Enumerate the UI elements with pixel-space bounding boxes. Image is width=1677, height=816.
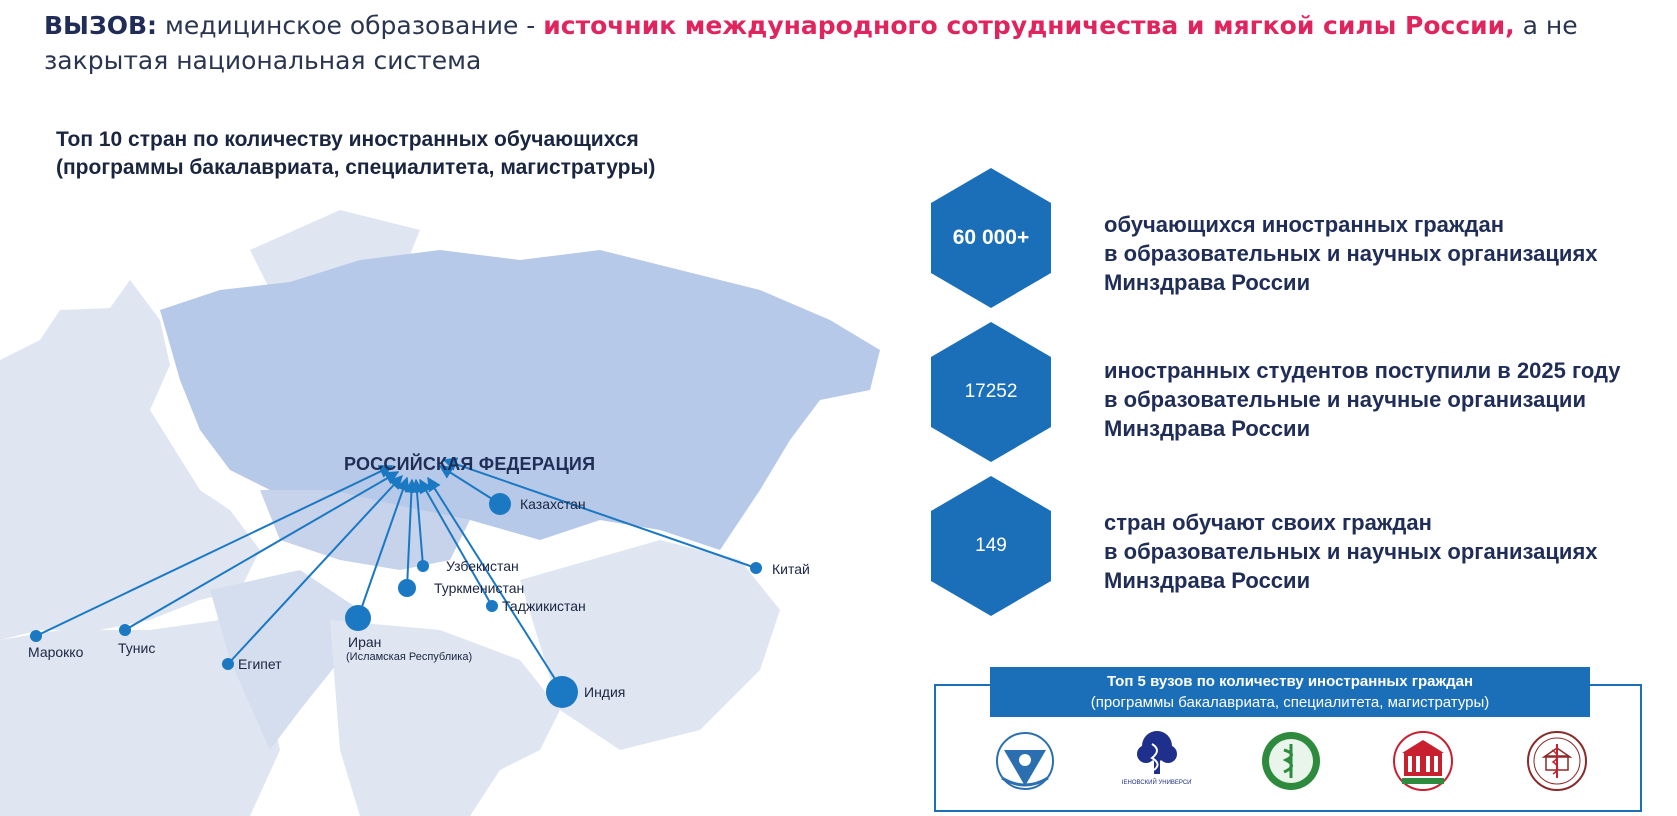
arrow-uzbekistan xyxy=(410,478,424,567)
arrow-kazakhstan xyxy=(438,465,501,505)
land-south-asia xyxy=(330,620,560,816)
headline-lead: ВЫЗОВ: xyxy=(44,11,158,40)
stat-countries: 149 стран обучают своих граждан в образо… xyxy=(926,476,1666,616)
stat-description: обучающихся иностранных граждан в образо… xyxy=(1104,210,1664,297)
marker-china xyxy=(750,562,762,574)
label-iran: Иран xyxy=(348,634,382,650)
land-europe-africa xyxy=(0,280,260,640)
headline: ВЫЗОВ: медицинское образование - источни… xyxy=(44,8,1604,78)
label-iran-sub: (Исламская Республика) xyxy=(346,651,473,663)
hex-badge: 17252 xyxy=(926,322,1056,462)
land-africa xyxy=(0,620,280,816)
label-china: Китай xyxy=(772,561,810,577)
stat-value: 17252 xyxy=(964,381,1018,402)
map-title-line2: (программы бакалавриата, специалитета, м… xyxy=(56,156,656,179)
stat-line: иностранных студентов поступили в 2025 г… xyxy=(1104,358,1621,383)
arrow-turkmenistan xyxy=(404,478,419,589)
arrow-tunisia xyxy=(124,471,400,631)
arrow-india xyxy=(427,476,563,691)
stat-enrolled-2025: 17252 иностранных студентов поступили в … xyxy=(926,322,1666,462)
marker-tunisia xyxy=(119,624,131,636)
stat-value: 60 000+ xyxy=(952,226,1030,249)
land-russia xyxy=(160,250,880,550)
label-morocco: Марокко xyxy=(28,644,84,660)
marker-india xyxy=(546,676,578,708)
arrow-china xyxy=(442,457,757,569)
marker-tajikistan xyxy=(486,600,498,612)
map-title: Топ 10 стран по количеству иностранных о… xyxy=(56,126,756,182)
headline-part2: а не закрытая национальная система xyxy=(44,11,1578,75)
medical-university-logo-icon xyxy=(1256,726,1326,796)
arrow-morocco xyxy=(35,465,394,637)
hex-shape xyxy=(931,476,1051,616)
marker-egypt xyxy=(222,658,234,670)
stat-students: 60 000+ обучающихся иностранных граждан … xyxy=(926,168,1666,308)
label-uzbekistan: Узбекистан xyxy=(446,558,519,574)
arrow-tajikistan xyxy=(419,478,493,607)
label-egypt: Египет xyxy=(238,656,282,672)
marker-uzbekistan xyxy=(417,560,429,572)
sechenov-text: СЕЧЕНОВСКИЙ УНИВЕРСИТЕТ xyxy=(1122,778,1192,786)
hex-shape xyxy=(931,322,1051,462)
medical-academy-logo-icon xyxy=(1522,726,1592,796)
map-title-line1: Топ 10 стран по количеству иностранных о… xyxy=(56,128,639,151)
arrow-iran xyxy=(357,476,410,619)
land-east-asia xyxy=(520,540,780,750)
university-building-logo-icon xyxy=(1388,726,1458,796)
stat-description: иностранных студентов поступили в 2025 г… xyxy=(1104,356,1664,443)
top-universities-header: Топ 5 вузов по количеству иностранных гр… xyxy=(990,667,1590,717)
stat-line: стран обучают своих граждан xyxy=(1104,510,1432,535)
marker-kazakhstan xyxy=(489,493,511,515)
world-map: Казахстан Узбекистан Туркменистан Таджик… xyxy=(0,190,940,816)
hex-shape xyxy=(931,168,1051,308)
label-tajikistan: Таджикистан xyxy=(502,598,586,614)
stat-line: Минздрава России xyxy=(1104,416,1311,441)
russia-label: РОССИЙСКАЯ ФЕДЕРАЦИЯ xyxy=(344,454,596,474)
stat-line: в образовательных и научных организациях xyxy=(1104,539,1598,564)
label-turkmenistan: Туркменистан xyxy=(434,580,525,596)
marker-iran xyxy=(345,605,371,631)
stat-line: в образовательных и научных организациях xyxy=(1104,241,1598,266)
marker-turkmenistan xyxy=(398,579,416,597)
arrow-egypt xyxy=(227,474,403,665)
map-svg xyxy=(0,210,880,816)
headline-part1: медицинское образование - xyxy=(157,11,544,40)
stat-line: в образовательные и научные организации xyxy=(1104,387,1586,412)
sechenov-university-logo-icon: СЕЧЕНОВСКИЙ УНИВЕРСИТЕТ xyxy=(1122,726,1192,796)
headline-accent: источник международного сотрудничества и… xyxy=(543,11,1515,40)
hex-badge: 149 xyxy=(926,476,1056,616)
university-logo-icon xyxy=(990,726,1060,796)
top-universities-subtitle: (программы бакалавриата, специалитета, м… xyxy=(1090,694,1490,711)
stat-line: обучающихся иностранных граждан xyxy=(1104,212,1505,237)
stat-description: стран обучают своих граждан в образовате… xyxy=(1104,508,1664,595)
label-tunisia: Тунис xyxy=(118,640,156,656)
stat-value: 149 xyxy=(975,535,1007,556)
stat-line: Минздрава России xyxy=(1104,270,1311,295)
label-kazakhstan: Казахстан xyxy=(520,496,586,512)
top-universities-title: Топ 5 вузов по количеству иностранных гр… xyxy=(1106,673,1474,690)
marker-morocco xyxy=(30,630,42,642)
stat-line: Минздрава России xyxy=(1104,568,1311,593)
land-middle-east xyxy=(210,570,360,750)
hex-badge: 60 000+ xyxy=(926,168,1056,308)
label-india: Индия xyxy=(584,684,626,700)
